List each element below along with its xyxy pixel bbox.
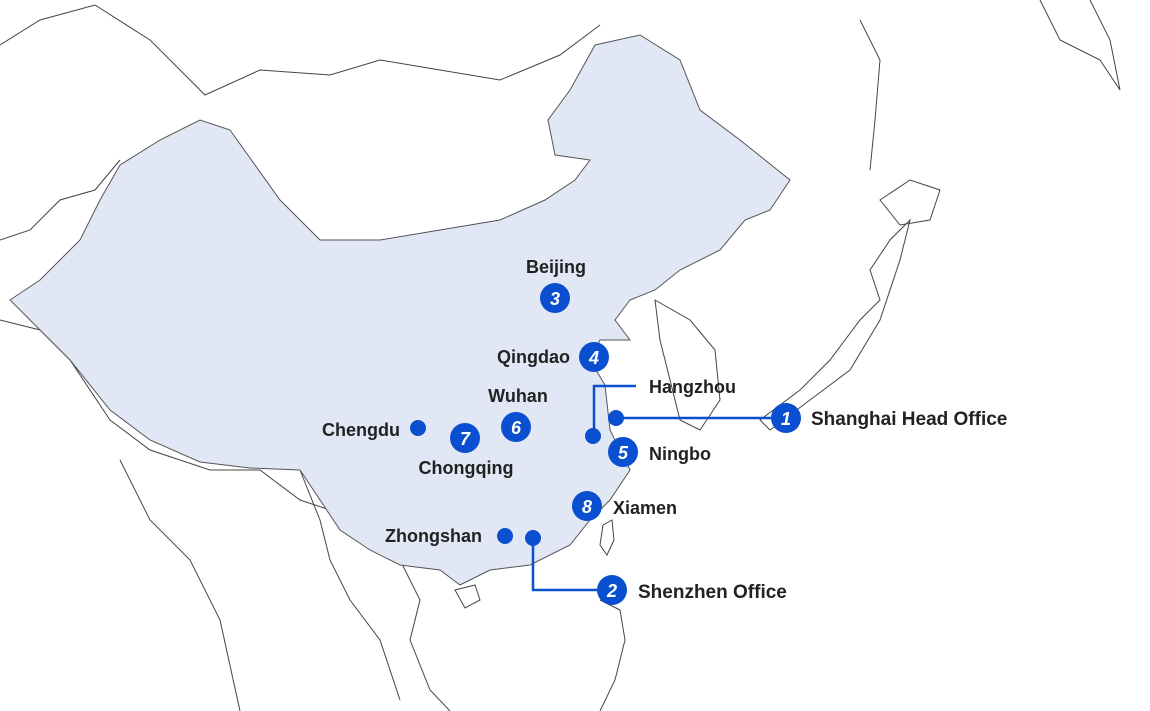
office-number-8: 8	[582, 497, 592, 517]
office-marker-5[interactable]: 5	[608, 437, 638, 467]
indochina-coast	[399, 559, 451, 711]
office-marker-3[interactable]: 3	[540, 283, 570, 313]
label-ningbo[interactable]: Ningbo	[649, 444, 711, 464]
label-shenzhen-office[interactable]: Shenzhen Office	[638, 582, 787, 603]
taiwan	[599, 519, 615, 556]
russia-mongolia-border	[0, 4, 601, 96]
map-labels: Shanghai Head Office Shenzhen Office Bei…	[322, 257, 1007, 603]
office-number-5: 5	[618, 443, 629, 463]
hangzhou-connector	[592, 384, 636, 436]
india-south-coast	[119, 459, 241, 711]
office-number-2: 2	[606, 581, 617, 601]
office-number-7: 7	[460, 429, 471, 449]
label-chengdu[interactable]: Chengdu	[322, 420, 400, 440]
shenzhen-dot	[525, 530, 541, 546]
office-number-3: 3	[550, 289, 560, 309]
label-wuhan[interactable]: Wuhan	[488, 386, 548, 406]
shenzhen-connector	[531, 538, 612, 592]
kazakh-border	[0, 159, 121, 241]
sakhalin	[859, 19, 881, 171]
office-marker-8[interactable]: 8	[572, 491, 602, 521]
office-number-4: 4	[588, 348, 599, 368]
philippines	[599, 599, 626, 711]
japan-hokkaido	[879, 179, 941, 226]
label-qingdao[interactable]: Qingdao	[497, 347, 570, 367]
kamchatka	[1039, 0, 1121, 91]
office-marker-4[interactable]: 4	[579, 342, 609, 372]
office-marker-2[interactable]: 2	[597, 575, 627, 605]
label-shanghai-head-office[interactable]: Shanghai Head Office	[811, 409, 1007, 430]
connector-lines	[531, 384, 786, 592]
office-marker-1[interactable]: 1	[771, 403, 801, 433]
zhongshan-dot	[497, 528, 513, 544]
office-number-6: 6	[511, 418, 522, 438]
label-zhongshan[interactable]: Zhongshan	[385, 526, 482, 546]
hangzhou-dot	[585, 428, 601, 444]
office-marker-7[interactable]: 7	[450, 423, 480, 453]
chengdu-dot	[410, 420, 426, 436]
myanmar-border	[299, 469, 401, 701]
shanghai-dot	[608, 410, 624, 426]
korea-outline	[654, 299, 721, 431]
office-number-1: 1	[781, 409, 791, 429]
label-xiamen[interactable]: Xiamen	[613, 498, 677, 518]
city-dots	[410, 410, 624, 546]
hainan	[454, 584, 481, 609]
label-beijing[interactable]: Beijing	[526, 257, 586, 277]
china-landmass	[9, 34, 791, 586]
label-hangzhou[interactable]: Hangzhou	[649, 377, 736, 397]
office-marker-6[interactable]: 6	[501, 412, 531, 442]
japan-honshu	[759, 218, 911, 431]
label-chongqing[interactable]: Chongqing	[419, 458, 514, 478]
